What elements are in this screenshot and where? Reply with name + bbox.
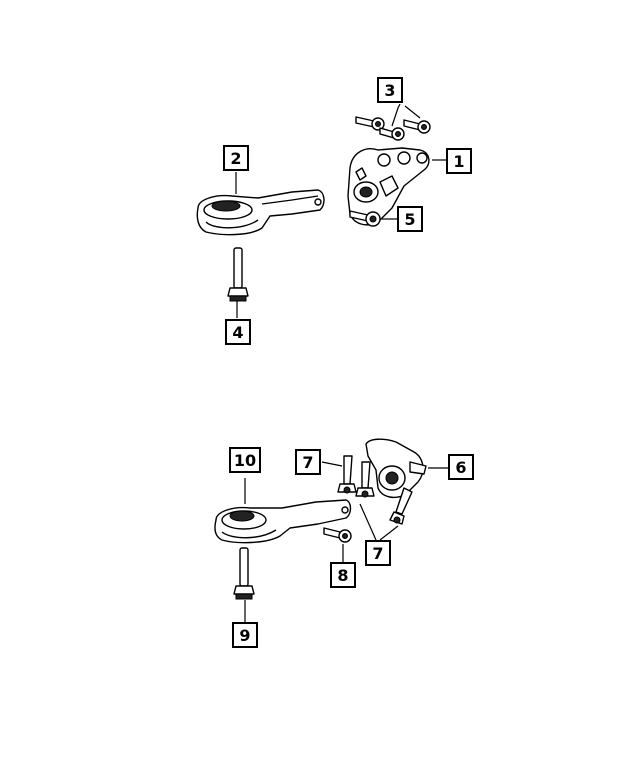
- bolt-4: [227, 247, 249, 302]
- callout-2-label: 2: [230, 149, 241, 168]
- torque-strut-lower: [214, 499, 352, 544]
- bolt-8: [323, 527, 352, 543]
- callout-1: 1: [446, 148, 472, 174]
- callout-2: 2: [223, 145, 249, 171]
- callout-4-label: 4: [232, 323, 243, 342]
- callout-6: 6: [448, 454, 474, 480]
- callout-4: 4: [225, 319, 251, 345]
- leader-lines: [235, 103, 448, 622]
- callout-7-upper-label: 7: [302, 453, 313, 472]
- callout-8: 8: [330, 562, 356, 588]
- callout-9: 9: [232, 622, 258, 648]
- bolts-7: [337, 455, 413, 525]
- bracket-1: [347, 147, 430, 226]
- callout-7-lower: 7: [365, 540, 391, 566]
- callout-10: 10: [229, 447, 261, 473]
- callout-5: 5: [397, 206, 423, 232]
- callout-1-label: 1: [453, 152, 464, 171]
- callout-8-label: 8: [337, 566, 348, 585]
- bracket-6: [365, 438, 427, 499]
- bolt-9: [233, 547, 255, 600]
- callout-6-label: 6: [455, 458, 466, 477]
- callout-3: 3: [377, 77, 403, 103]
- callout-3-label: 3: [384, 81, 395, 100]
- bolts-3: [355, 116, 431, 141]
- callout-10-label: 10: [234, 451, 256, 470]
- callout-7-upper: 7: [295, 449, 321, 475]
- bolt-5: [349, 210, 381, 227]
- callout-9-label: 9: [239, 626, 250, 645]
- callout-7-lower-label: 7: [372, 544, 383, 563]
- callout-5-label: 5: [404, 210, 415, 229]
- torque-strut-upper: [196, 189, 325, 236]
